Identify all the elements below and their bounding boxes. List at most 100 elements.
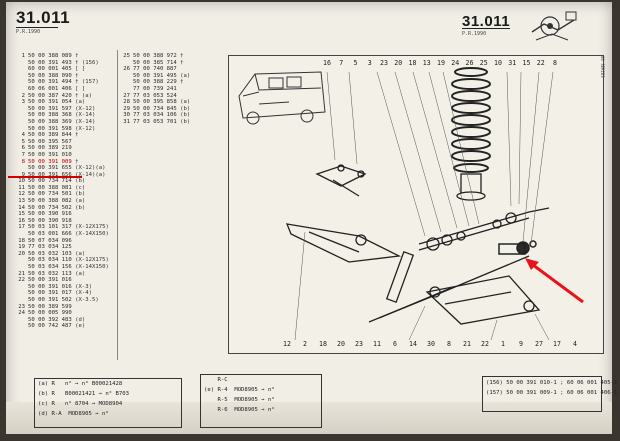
part-reference: 50 00 391 494 [28,79,72,86]
part-reference: 50 00 388 081 [28,184,72,191]
callout-label: 13 [423,59,431,67]
page-header-right: 31.011 P.R.1990 [462,13,510,37]
part-reference: 50 00 391 016 [28,283,72,290]
tie-rod [368,250,530,323]
van-illustration [238,71,326,125]
table-row: (e) R-4 MOD8905 → n° [204,387,275,397]
column-divider [117,50,118,360]
header-rule-right [462,28,510,29]
part-reference: 50 00 391 010 [28,151,72,158]
part-reference: 50 00 385 714 [133,59,177,66]
callout-label: 24 [451,59,459,67]
callout-label: 11 [373,340,381,348]
part-index: 21 [18,270,25,277]
part-row: 50 00 388 229 † [123,79,190,86]
callout-label: 30 [427,340,435,348]
part-note: [ ] [71,66,86,73]
part-note: (X-14) [71,118,96,125]
part-note: (X-12) [71,125,96,132]
part-index: 12 [18,191,25,198]
header-rule-left [16,27,58,28]
part-reference: 50 00 391 655 [28,165,72,172]
part-note: (b) [176,112,191,119]
part-note: (X-14X150) [71,264,109,270]
table-row: R-5 MOD8905 → n° [204,397,275,407]
page-header-left: 31.011 P.R.1990 [16,8,70,35]
part-note [72,277,75,283]
part-index: 26 [123,66,130,73]
part-reference: 50 00 389 599 [28,303,72,310]
part-reference: 50 00 734 714 [28,178,72,185]
part-reference: 50 00 388 082 [28,198,72,205]
part-reference: 50 03 032 103 [28,250,72,257]
row-text: R-5 MOD8905 → n° [217,397,275,403]
row-tag [204,407,217,413]
bottom-table-mid [200,374,322,428]
part-reference: 50 00 390 916 [28,211,72,218]
callout-label: 17 [553,340,561,348]
row-tag: (156) [486,380,507,386]
bottom-table-right-rows: (156) 50 00 391 010-1 ; 60 06 001 405-1(… [486,380,617,400]
page-reference-right: 31.011 [462,13,511,30]
part-reference: 50 00 388 369 [28,118,72,125]
part-row: 50 00 388 368 (X-14) [18,112,109,119]
callout-label: 16 [323,59,331,67]
part-reference: 50 00 390 918 [28,217,72,224]
callout-label: 25 [480,59,488,67]
part-index: 24 [18,310,25,317]
part-reference: 77 00 739 241 [133,85,177,92]
row-tag: (b) [38,391,52,397]
part-index: 23 [18,303,25,310]
part-row: 50 00 391 493 † (156) [18,60,109,67]
part-index: 10 [18,178,25,185]
part-row: 50 00 391 016 (X-3) [18,284,109,291]
part-note: (X-14X150) [71,231,109,238]
part-index: 22 [18,277,25,284]
part-index: 17 [18,224,25,231]
part-note [72,152,75,158]
callout-label: 26 [466,59,474,67]
part-reference: 50 00 391 016 [28,277,72,284]
part-note: (X-12X175) [71,224,109,231]
callout-label: 3 [368,59,372,67]
callout-label: 27 [535,340,543,348]
row-text: R-C [217,377,228,383]
callout-label: 12 [283,340,291,348]
callout-label: 22 [537,59,545,67]
callout-label: 4 [573,340,577,348]
part-reference: 50 00 391 597 [28,105,72,112]
table-row: R-6 MOD8905 → n° [204,407,274,417]
part-reference: 77 03 053 701 [133,118,177,125]
part-reference: 50 00 734 501 [28,191,72,198]
row-text: R-A MOD8905 → n° [51,411,109,417]
part-reference: 50 00 391 009 [28,158,72,165]
part-index: 19 [18,244,25,251]
callout-label: 15 [523,59,531,67]
part-reference: 77 00 740 887 [133,66,177,73]
callout-label: 14 [409,340,417,348]
part-index: 1 [21,53,25,59]
part-reference: 50 00 734 502 [28,204,72,211]
part-index: 20 [18,250,25,257]
callout-label: 7 [339,59,343,67]
part-reference: 50 00 742 487 [28,323,72,330]
part-index: 30 [123,112,130,119]
part-note [177,66,180,72]
part-reference: 50 03 032 113 [28,270,72,277]
part-note [72,310,75,316]
part-reference: 60 00 001 405 [28,66,72,73]
bottom-table-mid-rows: R-C (e) R-4 MOD8905 → n° R-5 MOD8905 → n°… [204,377,275,417]
table-row: (157) 50 00 391 009-1 ; 60 06 001 406-1 [486,390,617,400]
page-bottom-band [6,402,612,434]
part-note: (b) [176,118,191,125]
